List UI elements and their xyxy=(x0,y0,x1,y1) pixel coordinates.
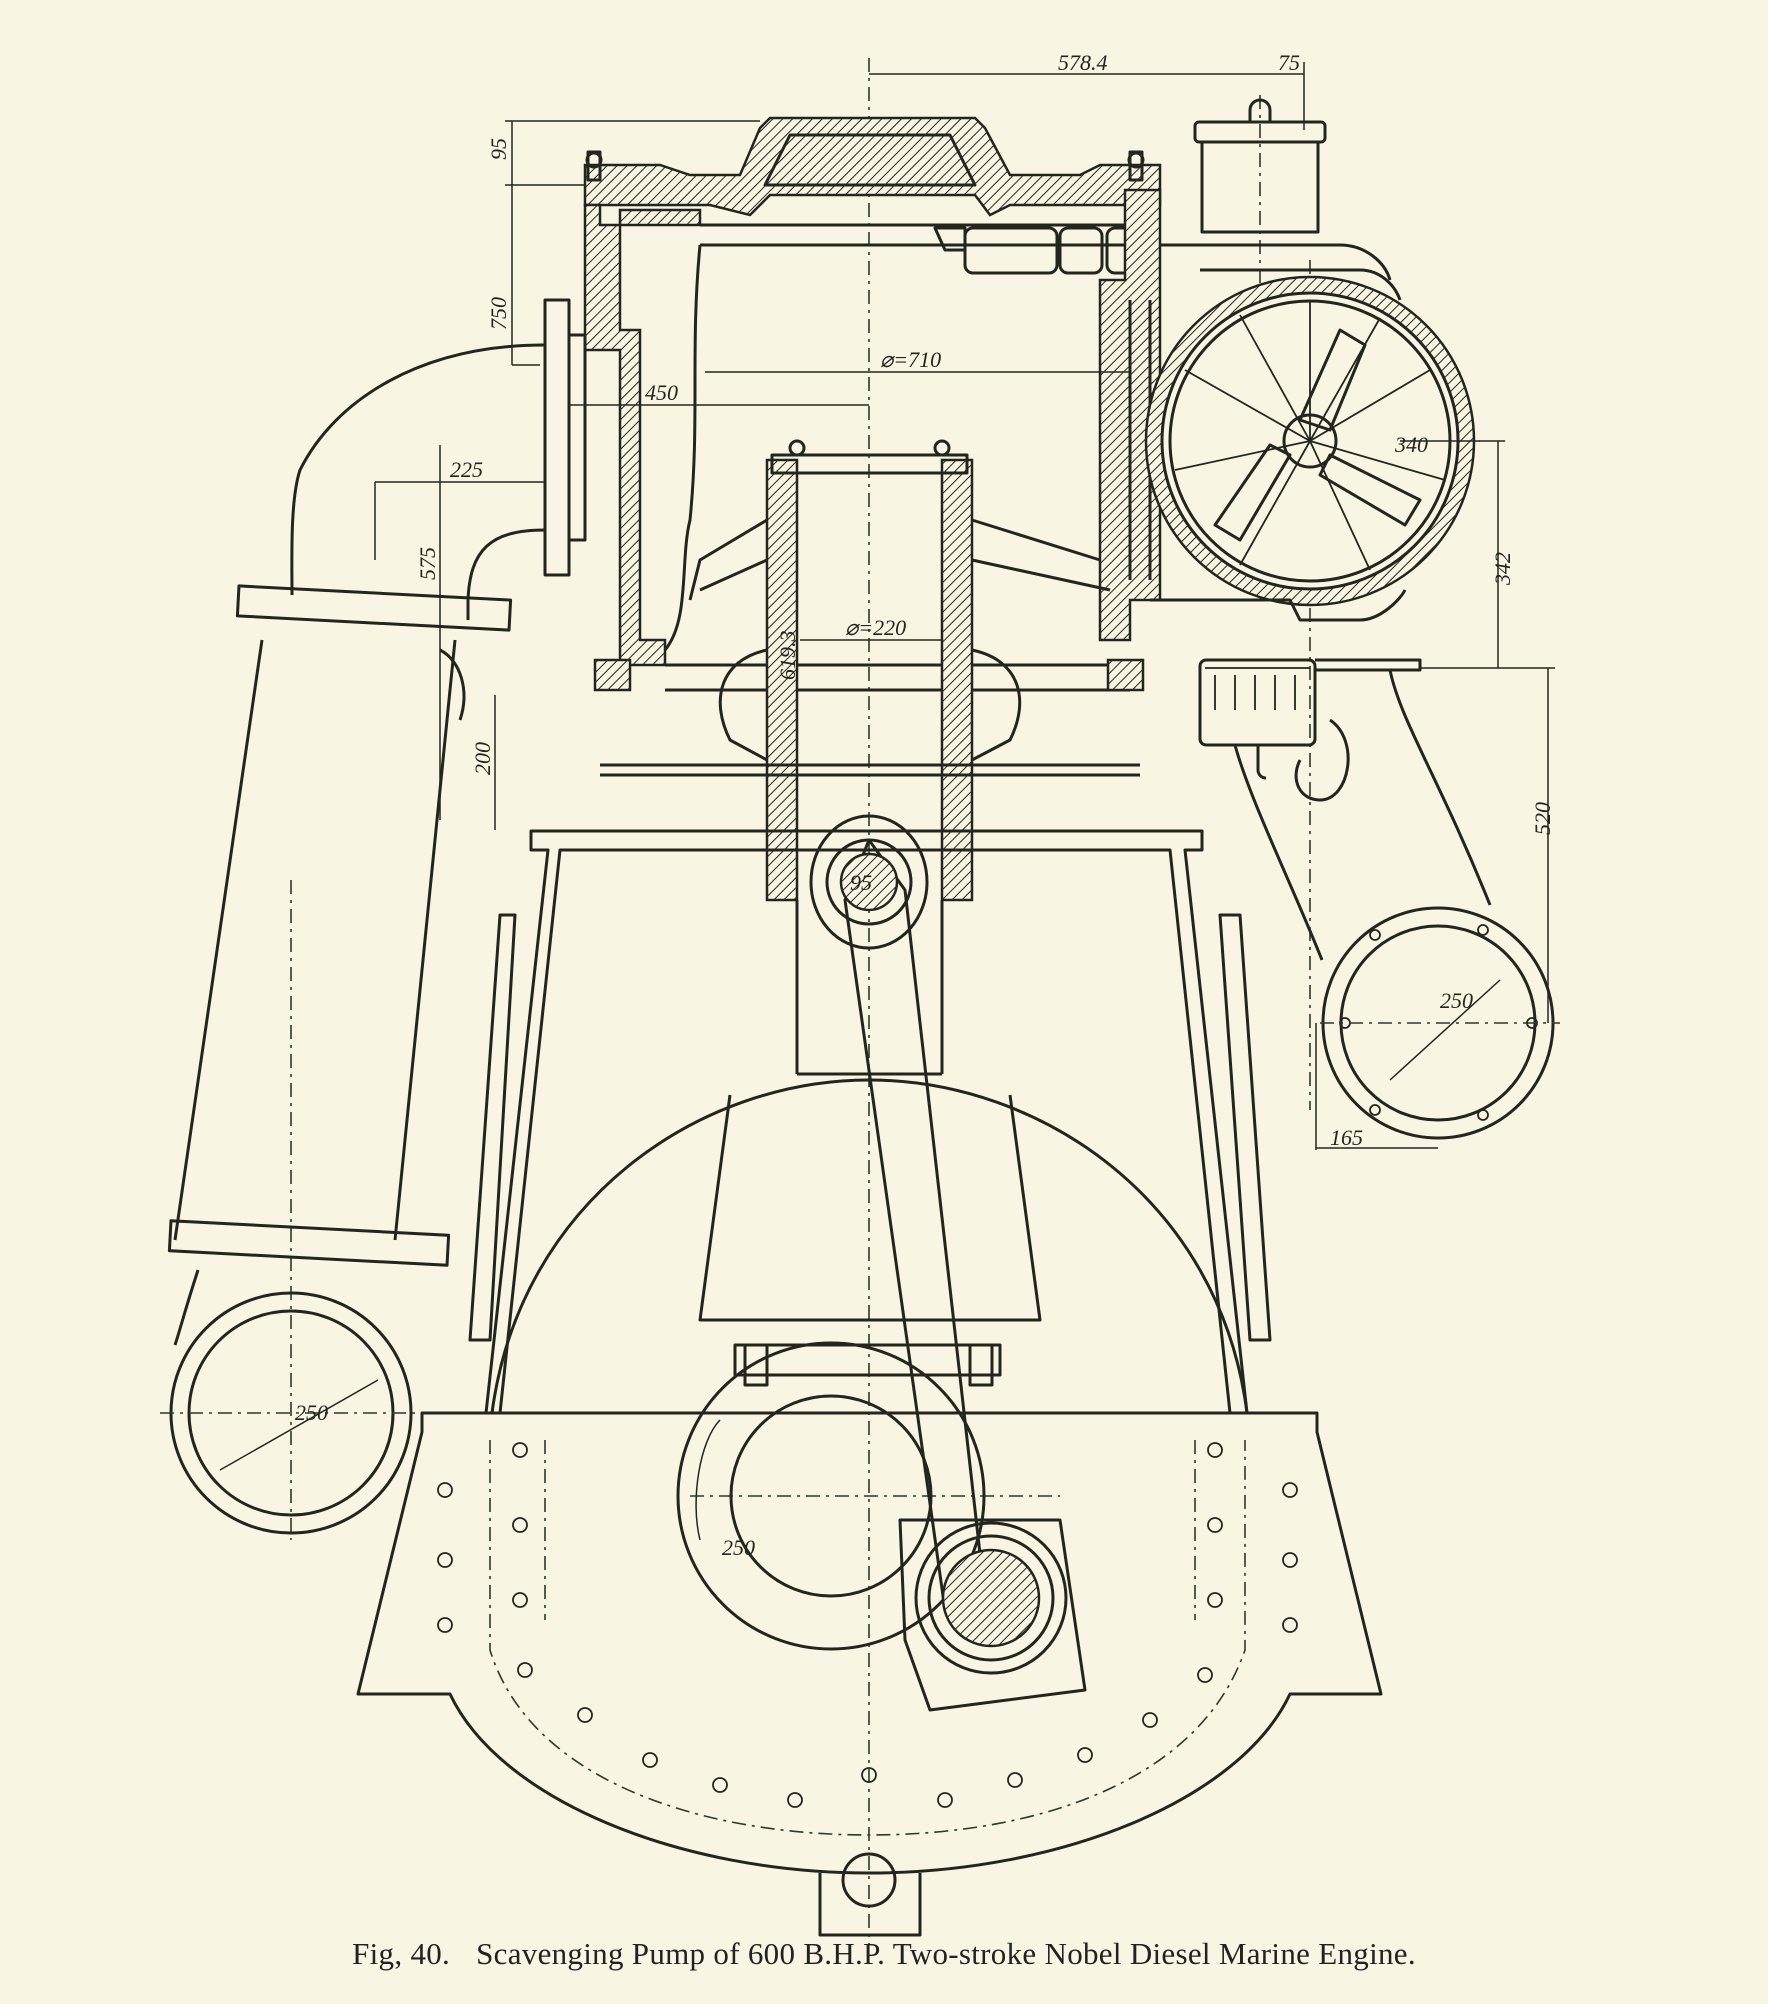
dim-fan-to-outlet: 342 xyxy=(1490,552,1515,586)
dim-cylinder-height: 750 xyxy=(486,297,511,330)
dim-pipe-offset: 225 xyxy=(450,457,483,482)
dimension-lines xyxy=(374,62,1555,1541)
top-cover xyxy=(583,116,1162,217)
pump-cylinder xyxy=(583,188,1162,692)
crank-mechanism xyxy=(676,814,1087,1712)
fan-rotor xyxy=(1144,243,1476,622)
air-intake-cap xyxy=(1193,98,1327,234)
dim-trunk-bore: ⌀=220 xyxy=(845,615,906,640)
dim-top-offset: 75 xyxy=(1278,50,1300,75)
dim-cover-height: 95 xyxy=(486,138,511,160)
figure-title: Scavenging Pump of 600 B.H.P. Two-stroke… xyxy=(476,1936,1416,1971)
crosshead-guide xyxy=(600,439,1140,1076)
dim-top-width: 578.4 xyxy=(1058,50,1108,75)
dim-lower-offset: 200 xyxy=(470,742,495,775)
dim-outlet-diameter: 250 xyxy=(1440,988,1473,1013)
outlet-branch xyxy=(1198,658,1560,1140)
dim-fan-radius: 340 xyxy=(1394,432,1428,457)
dim-crank-radius: 250 xyxy=(722,1535,755,1560)
dim-outlet-drop: 520 xyxy=(1530,802,1555,835)
figure-number: Fig, 40. xyxy=(352,1936,451,1971)
dim-flange-offset: 450 xyxy=(645,380,678,405)
dim-inlet-diameter: 250 xyxy=(295,1400,328,1425)
frame-bolts xyxy=(437,1442,1298,1808)
engine-frame xyxy=(356,829,1383,1937)
dimension-labels: 578.4 75 95 750 450 ⌀=710 225 575 200 61… xyxy=(295,50,1555,1560)
dim-guide-length: 619.3 xyxy=(775,631,800,681)
dim-cylinder-bore: ⌀=710 xyxy=(880,347,941,372)
dim-pipe-drop: 575 xyxy=(415,547,440,580)
inlet-elbow-pipe xyxy=(160,298,587,1535)
figure-caption: Fig, 40. Scavenging Pump of 600 B.H.P. Tw… xyxy=(0,1936,1768,1972)
dim-outlet-offset: 165 xyxy=(1330,1125,1363,1150)
dim-crosshead-pin: 95 xyxy=(850,870,872,895)
